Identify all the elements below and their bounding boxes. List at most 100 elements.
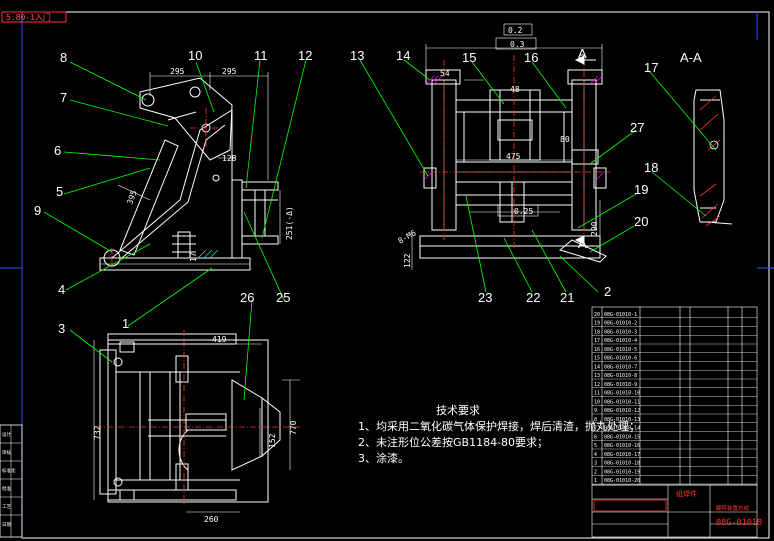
callout-26: 26 (240, 290, 254, 305)
leader-lines (43, 59, 717, 401)
dim-side-251: 251(-Δ) (285, 206, 294, 240)
callout-21: 21 (560, 290, 574, 305)
callout-3: 3 (58, 321, 65, 336)
dim-front-8m6: 8-M6 (397, 228, 418, 246)
section-aa-hole (709, 140, 719, 150)
bom-row-index: 4 (594, 452, 597, 458)
dim-side-top-b: 295 (222, 67, 237, 76)
bom-row-code: 08G-01010-16 (604, 443, 640, 449)
bom-row-index: 11 (594, 391, 600, 397)
bom-row-code: 08G-01010-19 (604, 469, 640, 475)
callout-13: 13 (350, 48, 364, 63)
bom-row-index: 3 (594, 461, 597, 467)
left-strip: 设计 审核 标准化 批准 工艺 日期 (0, 424, 23, 538)
bom-row-code: 08G-01010-4 (604, 338, 637, 344)
bom-row-index: 14 (594, 364, 600, 370)
callout-18: 18 (644, 160, 658, 175)
callout-22: 22 (526, 290, 540, 305)
bom-row-index: 9 (594, 408, 597, 414)
callout-27: 27 (630, 120, 644, 135)
bom-row-index: 1 (594, 478, 597, 484)
dim-side-128: 128 (222, 154, 237, 163)
dim-plan-260: 260 (204, 515, 219, 524)
bom-row-index: 18 (594, 329, 600, 335)
title-block-red-field (593, 499, 667, 512)
dim-front-290: 290 (590, 221, 599, 236)
callout-2: 2 (604, 284, 611, 299)
callout-6: 6 (54, 143, 61, 158)
bom-row-code: 08G-01010-18 (604, 461, 640, 467)
plan-view (99, 333, 281, 503)
title-block-part-name: 翻转装置总成 (716, 504, 750, 512)
dim-plan-419: 419 (212, 335, 227, 344)
front-view (419, 69, 607, 263)
bom-row-code: 08G-01010-5 (604, 347, 637, 353)
bom-row-code: 08G-01010-15 (604, 434, 640, 440)
bom-row-code: 08G-01010-1 (604, 312, 637, 318)
section-aa-hatch (699, 95, 721, 227)
bom-row-index: 12 (594, 382, 600, 388)
strip-row-4: 工艺 (2, 504, 11, 510)
dim-front-025: 0.25 (514, 207, 533, 216)
bom-row-index: 19 (594, 321, 600, 327)
bom-row-index: 7 (594, 426, 597, 432)
bom-row-index: 8 (594, 417, 597, 423)
dim-front-flat: 0.2 (508, 26, 523, 35)
bom-row-index: 2 (594, 469, 597, 475)
section-aa (693, 89, 733, 225)
dim-front-48: 48 (510, 85, 520, 94)
section-label: A-A (680, 50, 702, 65)
dim-front-flat2: 0.3 (510, 40, 525, 49)
callout-1: 1 (122, 316, 129, 331)
callout-4: 4 (58, 282, 65, 297)
callout-10: 10 (188, 48, 202, 63)
dim-front-122: 122 (403, 253, 412, 268)
strip-row-5: 日期 (2, 522, 11, 528)
dim-side-top-a: 295 (170, 67, 185, 76)
tech-req-item-2: 2、未注形位公差按GB1184-80要求； (358, 435, 548, 449)
dim-front-80: 80 (560, 135, 570, 144)
side-view (99, 77, 279, 271)
bom-row-code: 08G-01010-12 (604, 408, 640, 414)
dim-front-475: 475 (506, 152, 521, 161)
tech-req-item-1: 1、均采用二氧化碳气体保护焊接，焊后清渣，抛丸处理； (358, 419, 640, 433)
dim-front-54: 54 (440, 69, 450, 78)
bom-row-code: 08G-01010-7 (604, 364, 637, 370)
callout-5: 5 (56, 184, 63, 199)
callout-17: 17 (644, 60, 658, 75)
callout-25: 25 (276, 290, 290, 305)
view-arrow-a (574, 55, 596, 245)
bom-row-index: 10 (594, 399, 600, 405)
strip-row-1: 审核 (2, 449, 11, 456)
bom-row-index: 5 (594, 443, 597, 449)
view-arrow-label-bottom: A (578, 236, 587, 251)
view-arrow-label-top: A (578, 46, 587, 61)
callout-16: 16 (524, 50, 538, 65)
front-view-dimensions (411, 23, 603, 270)
callout-8: 8 (60, 50, 67, 65)
bom-row-code: 08G-01010-9 (604, 382, 637, 388)
callout-20: 20 (634, 214, 648, 229)
header-tab-box (1, 11, 67, 23)
bom-row-index: 17 (594, 338, 600, 344)
front-view-centerlines (420, 55, 610, 250)
dim-plan-770: 770 (289, 420, 298, 435)
strip-row-0: 设计 (2, 431, 11, 438)
callout-11: 11 (254, 48, 268, 63)
dim-side-diag: 395 (125, 189, 138, 206)
plan-view-centerlines (96, 330, 300, 506)
bom-row-code: 08G-01010-13 (604, 417, 640, 423)
bom-row-code: 08G-01010-20 (604, 478, 640, 484)
tech-req-title: 技术要求 (436, 404, 480, 417)
bom-row-index: 6 (594, 434, 597, 440)
dim-plan-732: 732 (93, 425, 102, 440)
dim-side-h: 17 (189, 252, 198, 262)
callout-12: 12 (298, 48, 312, 63)
callout-14: 14 (396, 48, 410, 63)
callout-19: 19 (634, 182, 648, 197)
dim-plan-152: 152 (268, 433, 277, 448)
bom-row-code: 08G-01010-10 (604, 391, 640, 397)
strip-row-3: 批准 (2, 485, 11, 492)
